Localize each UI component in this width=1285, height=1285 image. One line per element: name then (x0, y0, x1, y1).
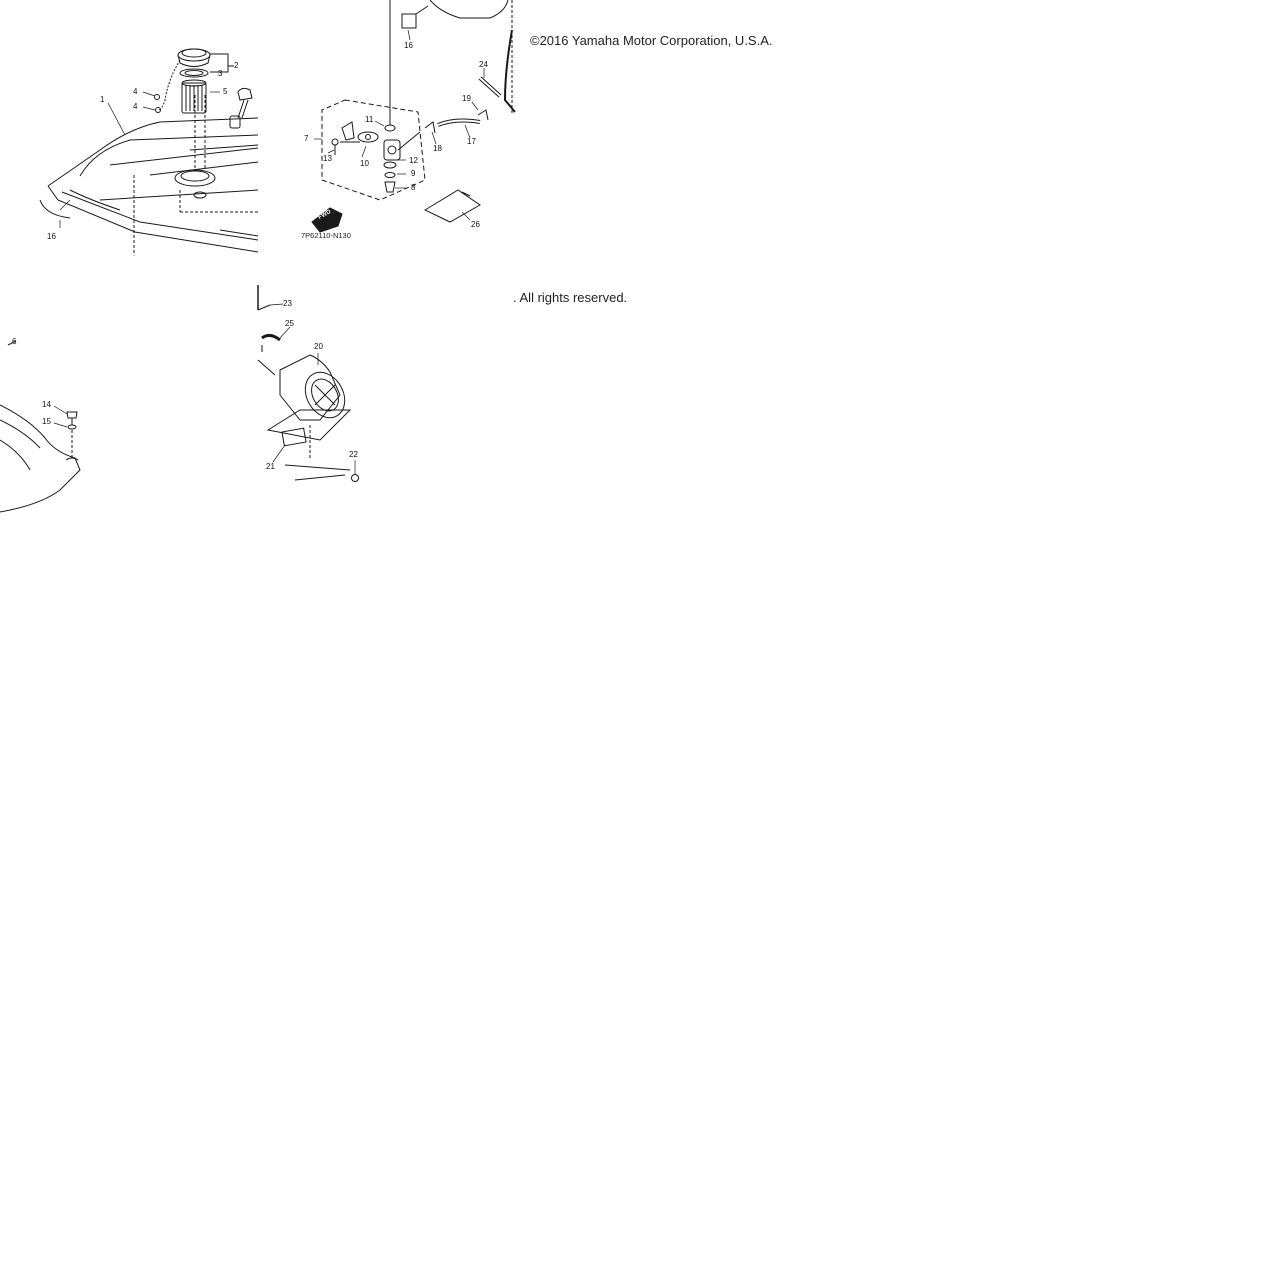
callout-16a: 16 (47, 232, 56, 241)
callout-7: 7 (304, 134, 309, 143)
callout-21: 21 (266, 462, 275, 471)
callout-3: 3 (218, 69, 223, 78)
callout-2: 2 (234, 61, 239, 70)
callout-23: 23 (283, 299, 292, 308)
callout-13: 13 (323, 154, 332, 163)
callout-14: 14 (42, 400, 51, 409)
callout-22: 22 (349, 450, 358, 459)
callout-20: 20 (314, 342, 323, 351)
callout-1: 1 (100, 95, 105, 104)
callout-15: 15 (42, 417, 51, 426)
fuel-cock-assembly (311, 0, 516, 233)
filler-cap-assembly (154, 48, 253, 129)
leader-lines (53, 29, 485, 474)
part-code: 7P62110-N130 (301, 231, 351, 240)
callout-26: 26 (471, 220, 480, 229)
rights-text: . All rights reserved. (513, 290, 628, 305)
callout-11: 11 (365, 115, 374, 124)
callout-12: 12 (409, 156, 418, 165)
callout-17: 17 (467, 137, 476, 146)
callout-6: 6 (12, 337, 17, 346)
callout-9: 9 (411, 169, 416, 178)
fuel-tank-upper (0, 95, 259, 257)
callout-4a: 4 (133, 87, 138, 96)
callout-18: 18 (433, 144, 442, 153)
callout-25: 25 (285, 319, 294, 328)
fuel-tank-lower (0, 340, 81, 513)
callout-10: 10 (360, 159, 369, 168)
charcoal-canister (257, 285, 359, 482)
callout-8: 8 (411, 183, 416, 192)
callout-4b: 4 (133, 102, 138, 111)
callout-5: 5 (223, 87, 228, 96)
copyright-text: ©2016 Yamaha Motor Corporation, U.S.A. (530, 33, 773, 48)
callout-24: 24 (479, 60, 488, 69)
callout-19: 19 (462, 94, 471, 103)
callout-16b: 16 (404, 41, 413, 50)
